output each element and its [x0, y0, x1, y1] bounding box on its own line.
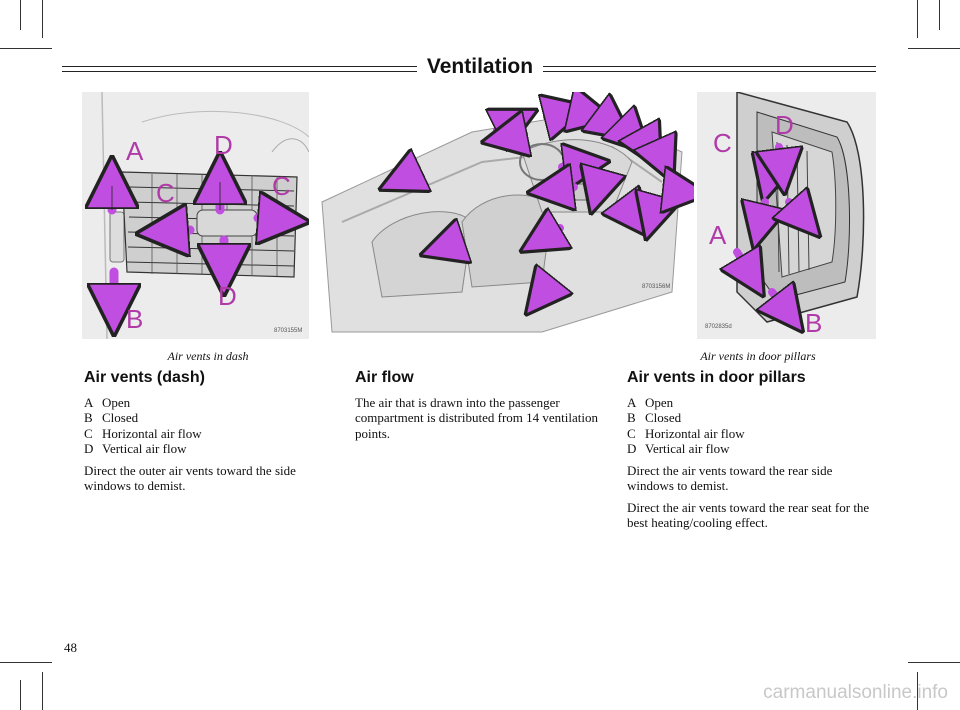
dash-section-note: Direct the outer air vents toward the si… [84, 462, 296, 494]
pillar-label-d: D [775, 110, 794, 140]
pillar-label-c: C [713, 128, 732, 158]
dash-label-b: B [126, 304, 143, 334]
pillar-section-note: Direct the air vents toward the rear sid… [627, 462, 833, 494]
airflow-section-text: The air that is drawn into the passenger… [355, 394, 598, 441]
crop-mark [42, 0, 43, 38]
pillar-section-note: Direct the air vents toward the rear sea… [627, 499, 870, 531]
crop-mark [42, 672, 43, 710]
dash-caption: Air vents in dash [167, 349, 249, 363]
crop-mark [20, 680, 21, 710]
page-number: 48 [64, 640, 77, 655]
pillar-vents-figure: C D A B 8702835d [697, 92, 876, 339]
pillar-caption: Air vents in door pillars [700, 349, 816, 363]
page-header: Ventilation [0, 55, 960, 79]
pillar-label-b: B [805, 308, 822, 338]
dash-label-c-left: C [156, 178, 175, 208]
dash-section-title: Air vents (dash) [84, 369, 205, 386]
crop-mark [908, 48, 960, 49]
dash-label-c-right: C [272, 171, 291, 201]
pillar-label-a: A [709, 220, 727, 250]
crop-mark [939, 0, 940, 30]
airflow-section-title: Air flow [355, 369, 414, 386]
dash-vents-illustration: A D C C D B 8703155M [82, 92, 309, 339]
crop-mark [0, 48, 52, 49]
crop-mark [0, 662, 52, 663]
interior-airflow-illustration: 8703156M [321, 92, 694, 333]
dash-label-d-top: D [214, 130, 233, 160]
page-title: Ventilation [416, 55, 544, 78]
crop-mark [20, 0, 21, 30]
interior-airflow-figure: 8703156M [312, 92, 694, 339]
airflow-section: Air flow The air that is drawn into the … [355, 370, 605, 441]
dash-label-d-bottom: D [218, 281, 237, 311]
pillar-section-title: Air vents in door pillars [627, 369, 806, 386]
pillar-figure-code: 8702835d [705, 324, 732, 330]
pillar-vents-illustration: C D A B 8702835d [697, 92, 876, 339]
crop-mark [917, 672, 918, 710]
dash-figure-code: 8703155M [274, 328, 302, 334]
watermark: carmanualsonline.info [763, 682, 948, 703]
interior-figure-code: 8703156M [642, 284, 670, 290]
crop-mark [917, 0, 918, 38]
crop-mark [908, 662, 960, 663]
dash-label-a: A [126, 136, 144, 166]
dash-vents-figure: A D C C D B 8703155M [82, 92, 309, 339]
